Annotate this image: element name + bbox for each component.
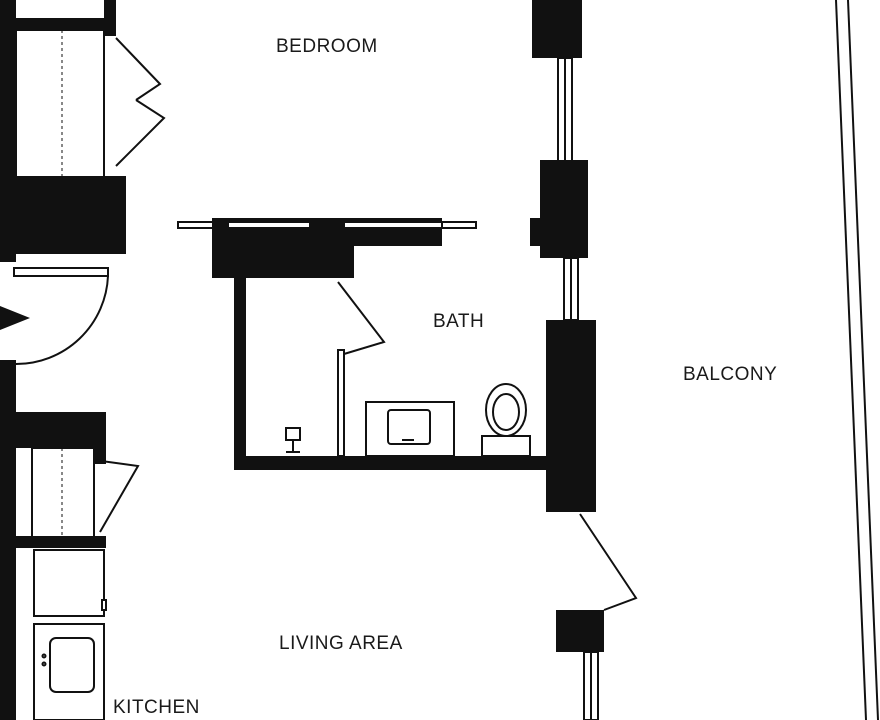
toilet-icon: [481, 383, 531, 457]
label-living-area: LIVING AREA: [279, 633, 403, 654]
bath-door: [337, 281, 386, 355]
label-bedroom: BEDROOM: [276, 36, 378, 57]
label-kitchen: KITCHEN: [113, 697, 200, 718]
kitchen-sink-icon: [49, 637, 95, 693]
balcony-door: [579, 513, 638, 611]
balcony-railing: [835, 0, 879, 720]
refrigerator-icon: [33, 549, 105, 617]
entry-door: [0, 267, 109, 366]
kitchen-area: [0, 360, 140, 720]
closet-bifold-door: [115, 37, 162, 101]
shower-valve-icon: [285, 427, 301, 453]
label-balcony: BALCONY: [683, 364, 777, 385]
bedroom-closet: [0, 0, 166, 262]
balcony-wall: [530, 0, 638, 720]
label-bath: BATH: [433, 311, 484, 332]
pantry-door: [93, 459, 140, 533]
entry-arrow-icon: [0, 306, 30, 330]
vanity-sink-icon: [365, 401, 455, 457]
bath-room: [177, 218, 552, 470]
